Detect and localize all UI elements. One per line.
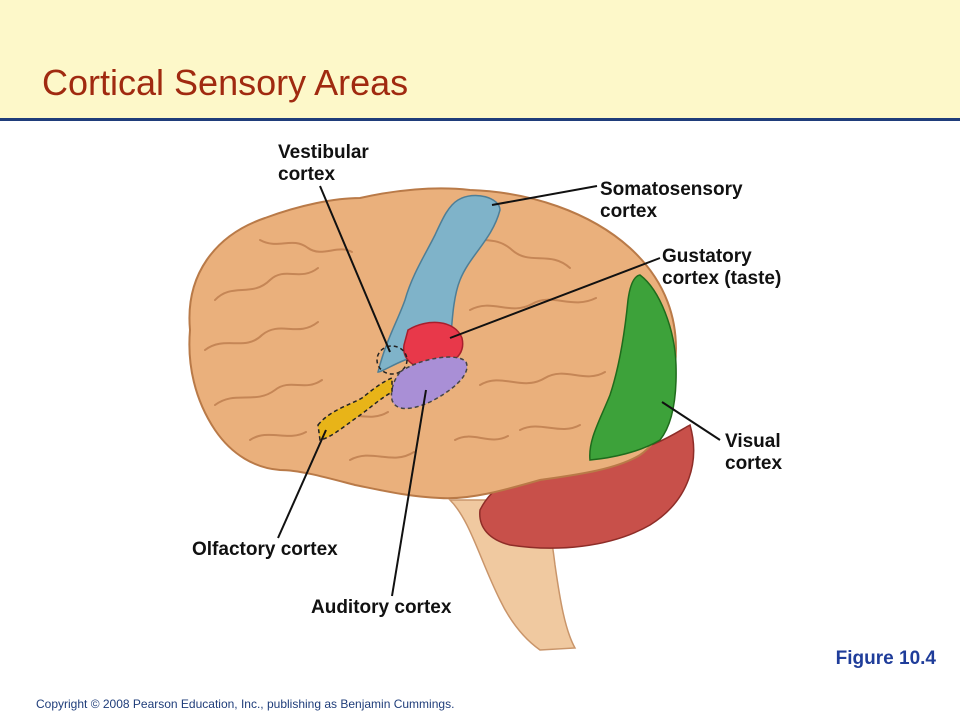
- leader-vestibular: [319, 185, 391, 353]
- label-somatosensory-line2: cortex: [600, 201, 658, 222]
- label-somatosensory-cortex: Somatosensory cortex: [600, 179, 743, 223]
- leader-visual: [661, 401, 721, 441]
- header-band: [0, 0, 960, 118]
- label-vestibular-cortex: Vestibular cortex: [278, 142, 369, 186]
- label-visual-line1: Visual: [725, 431, 781, 452]
- leader-gustatory: [449, 257, 661, 339]
- label-gustatory-line2: cortex (taste): [662, 268, 782, 289]
- leader-auditory: [391, 389, 427, 597]
- page-title: Cortical Sensory Areas: [42, 62, 409, 103]
- label-somatosensory-line1: Somatosensory: [600, 179, 743, 200]
- leader-olfactory: [277, 429, 327, 539]
- auditory-region: [390, 356, 468, 410]
- label-vestibular-line2: cortex: [278, 164, 336, 185]
- label-auditory-cortex: Auditory cortex: [311, 597, 452, 618]
- header-rule: [0, 118, 960, 121]
- label-olfactory-cortex: Olfactory cortex: [192, 539, 338, 560]
- vestibular-region: [376, 345, 408, 375]
- copyright-notice: Copyright © 2008 Pearson Education, Inc.…: [36, 697, 455, 711]
- label-visual-cortex: Visual cortex: [725, 431, 782, 475]
- olfactory-region: [317, 376, 393, 441]
- label-vestibular-line1: Vestibular: [278, 142, 369, 163]
- somatosensory-region: [377, 194, 501, 373]
- figure-number: Figure 10.4: [835, 648, 936, 669]
- label-gustatory-cortex: Gustatory cortex (taste): [662, 246, 781, 290]
- leader-somatosensory: [491, 185, 598, 206]
- leader-lines: [277, 185, 721, 597]
- label-gustatory-line1: Gustatory: [662, 246, 752, 267]
- visual-region: [589, 274, 677, 461]
- label-visual-line2: cortex: [725, 453, 783, 474]
